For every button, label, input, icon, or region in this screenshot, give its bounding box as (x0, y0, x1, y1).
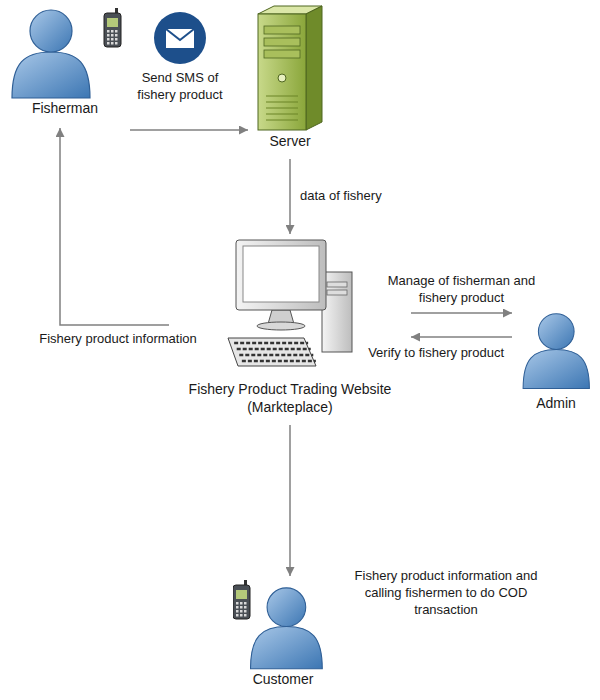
person-figure (12, 10, 90, 98)
node-label: Admin (536, 394, 576, 412)
node-label: Server (269, 132, 310, 150)
actor-node: Fisherman (2, 2, 128, 124)
actor-node: Customer (229, 578, 337, 695)
phone-key (107, 38, 110, 41)
phone-screen (107, 18, 118, 27)
flow-arrow (130, 129, 248, 131)
flow-arrow (411, 336, 512, 338)
person-figure (523, 314, 589, 389)
phone-key (115, 34, 118, 37)
person-figure (251, 588, 323, 669)
phone-key (236, 614, 239, 617)
phone-key (115, 30, 118, 33)
node-icon (254, 4, 326, 132)
phone-key (236, 610, 239, 613)
envelope (166, 29, 194, 48)
computer-icon (228, 240, 352, 366)
edge-label: data of fishery (298, 188, 384, 205)
keyboard-row (237, 348, 311, 351)
phone-key (111, 30, 114, 33)
vent-line (266, 108, 298, 109)
node-icon (224, 238, 356, 380)
phone-key (236, 606, 239, 609)
phone-key (244, 602, 247, 605)
phone-body (104, 13, 121, 47)
flow-arrow (411, 312, 512, 314)
person-head (30, 10, 72, 52)
edge-label: Verify to fishery product (366, 345, 506, 362)
person-head (267, 588, 306, 627)
note-text: Fishery product information and calling … (346, 568, 546, 619)
vent-line (266, 114, 298, 115)
phone-key (111, 34, 114, 37)
person-body (523, 349, 589, 388)
envelope-flap (166, 29, 194, 40)
mail-icon (154, 12, 206, 64)
phone-key (115, 38, 118, 41)
phone-key (240, 614, 243, 617)
phone-key (107, 34, 110, 37)
actor-node: Fishery Product Trading Website (Marktep… (171, 236, 409, 423)
phone-screen (236, 590, 247, 599)
vent-line (266, 96, 298, 97)
phone-icon (233, 580, 250, 619)
person-body (251, 626, 323, 668)
pc-drive (327, 282, 347, 287)
keyboard-row (239, 354, 313, 357)
edge-label: Fishery product information (37, 331, 199, 348)
flow-arrow (289, 159, 291, 234)
edge-label: Send SMS of fishery product (130, 70, 230, 104)
monitor-frame (236, 240, 326, 310)
monitor-base (257, 322, 305, 330)
phone-icon (104, 8, 121, 47)
person-body (12, 52, 90, 98)
node-label: Customer (253, 670, 314, 688)
phone-key (244, 606, 247, 609)
vent-line (266, 102, 298, 103)
node-icon (6, 4, 124, 99)
flow-arrow (289, 425, 291, 576)
keyboard (228, 338, 316, 366)
phone-key (240, 610, 243, 613)
person-head (538, 314, 574, 350)
drive-bay (264, 26, 300, 34)
phone-key (244, 610, 247, 613)
node-label: Fisherman (32, 99, 98, 117)
phone-key (111, 38, 114, 41)
phone-key (115, 42, 118, 45)
phone-key (240, 606, 243, 609)
drive-bay (264, 38, 300, 46)
keyboard-row (242, 360, 316, 363)
pc-drive (327, 290, 347, 295)
edge-label: Manage of fisherman and fishery product (377, 273, 547, 307)
phone-key (236, 602, 239, 605)
drive-bay (264, 50, 300, 58)
power-button (278, 74, 286, 82)
flow-arrow (60, 128, 169, 325)
node-icon (518, 312, 594, 394)
phone-key (107, 30, 110, 33)
server-tower (258, 6, 322, 130)
actor-node: Server (250, 2, 330, 157)
phone-key (240, 602, 243, 605)
monitor-screen (243, 246, 319, 302)
actor-node: Admin (514, 310, 598, 419)
keyboard-row (234, 342, 308, 345)
phone-key (244, 614, 247, 617)
node-label: Fishery Product Trading Website (Marktep… (175, 380, 405, 416)
server-front (258, 14, 306, 130)
phone-key (111, 42, 114, 45)
mail-circle (154, 12, 206, 64)
node-icon (233, 580, 333, 670)
server-side (306, 6, 322, 130)
phone-key (107, 42, 110, 45)
phone-body (233, 585, 250, 619)
vent-line (266, 120, 298, 121)
